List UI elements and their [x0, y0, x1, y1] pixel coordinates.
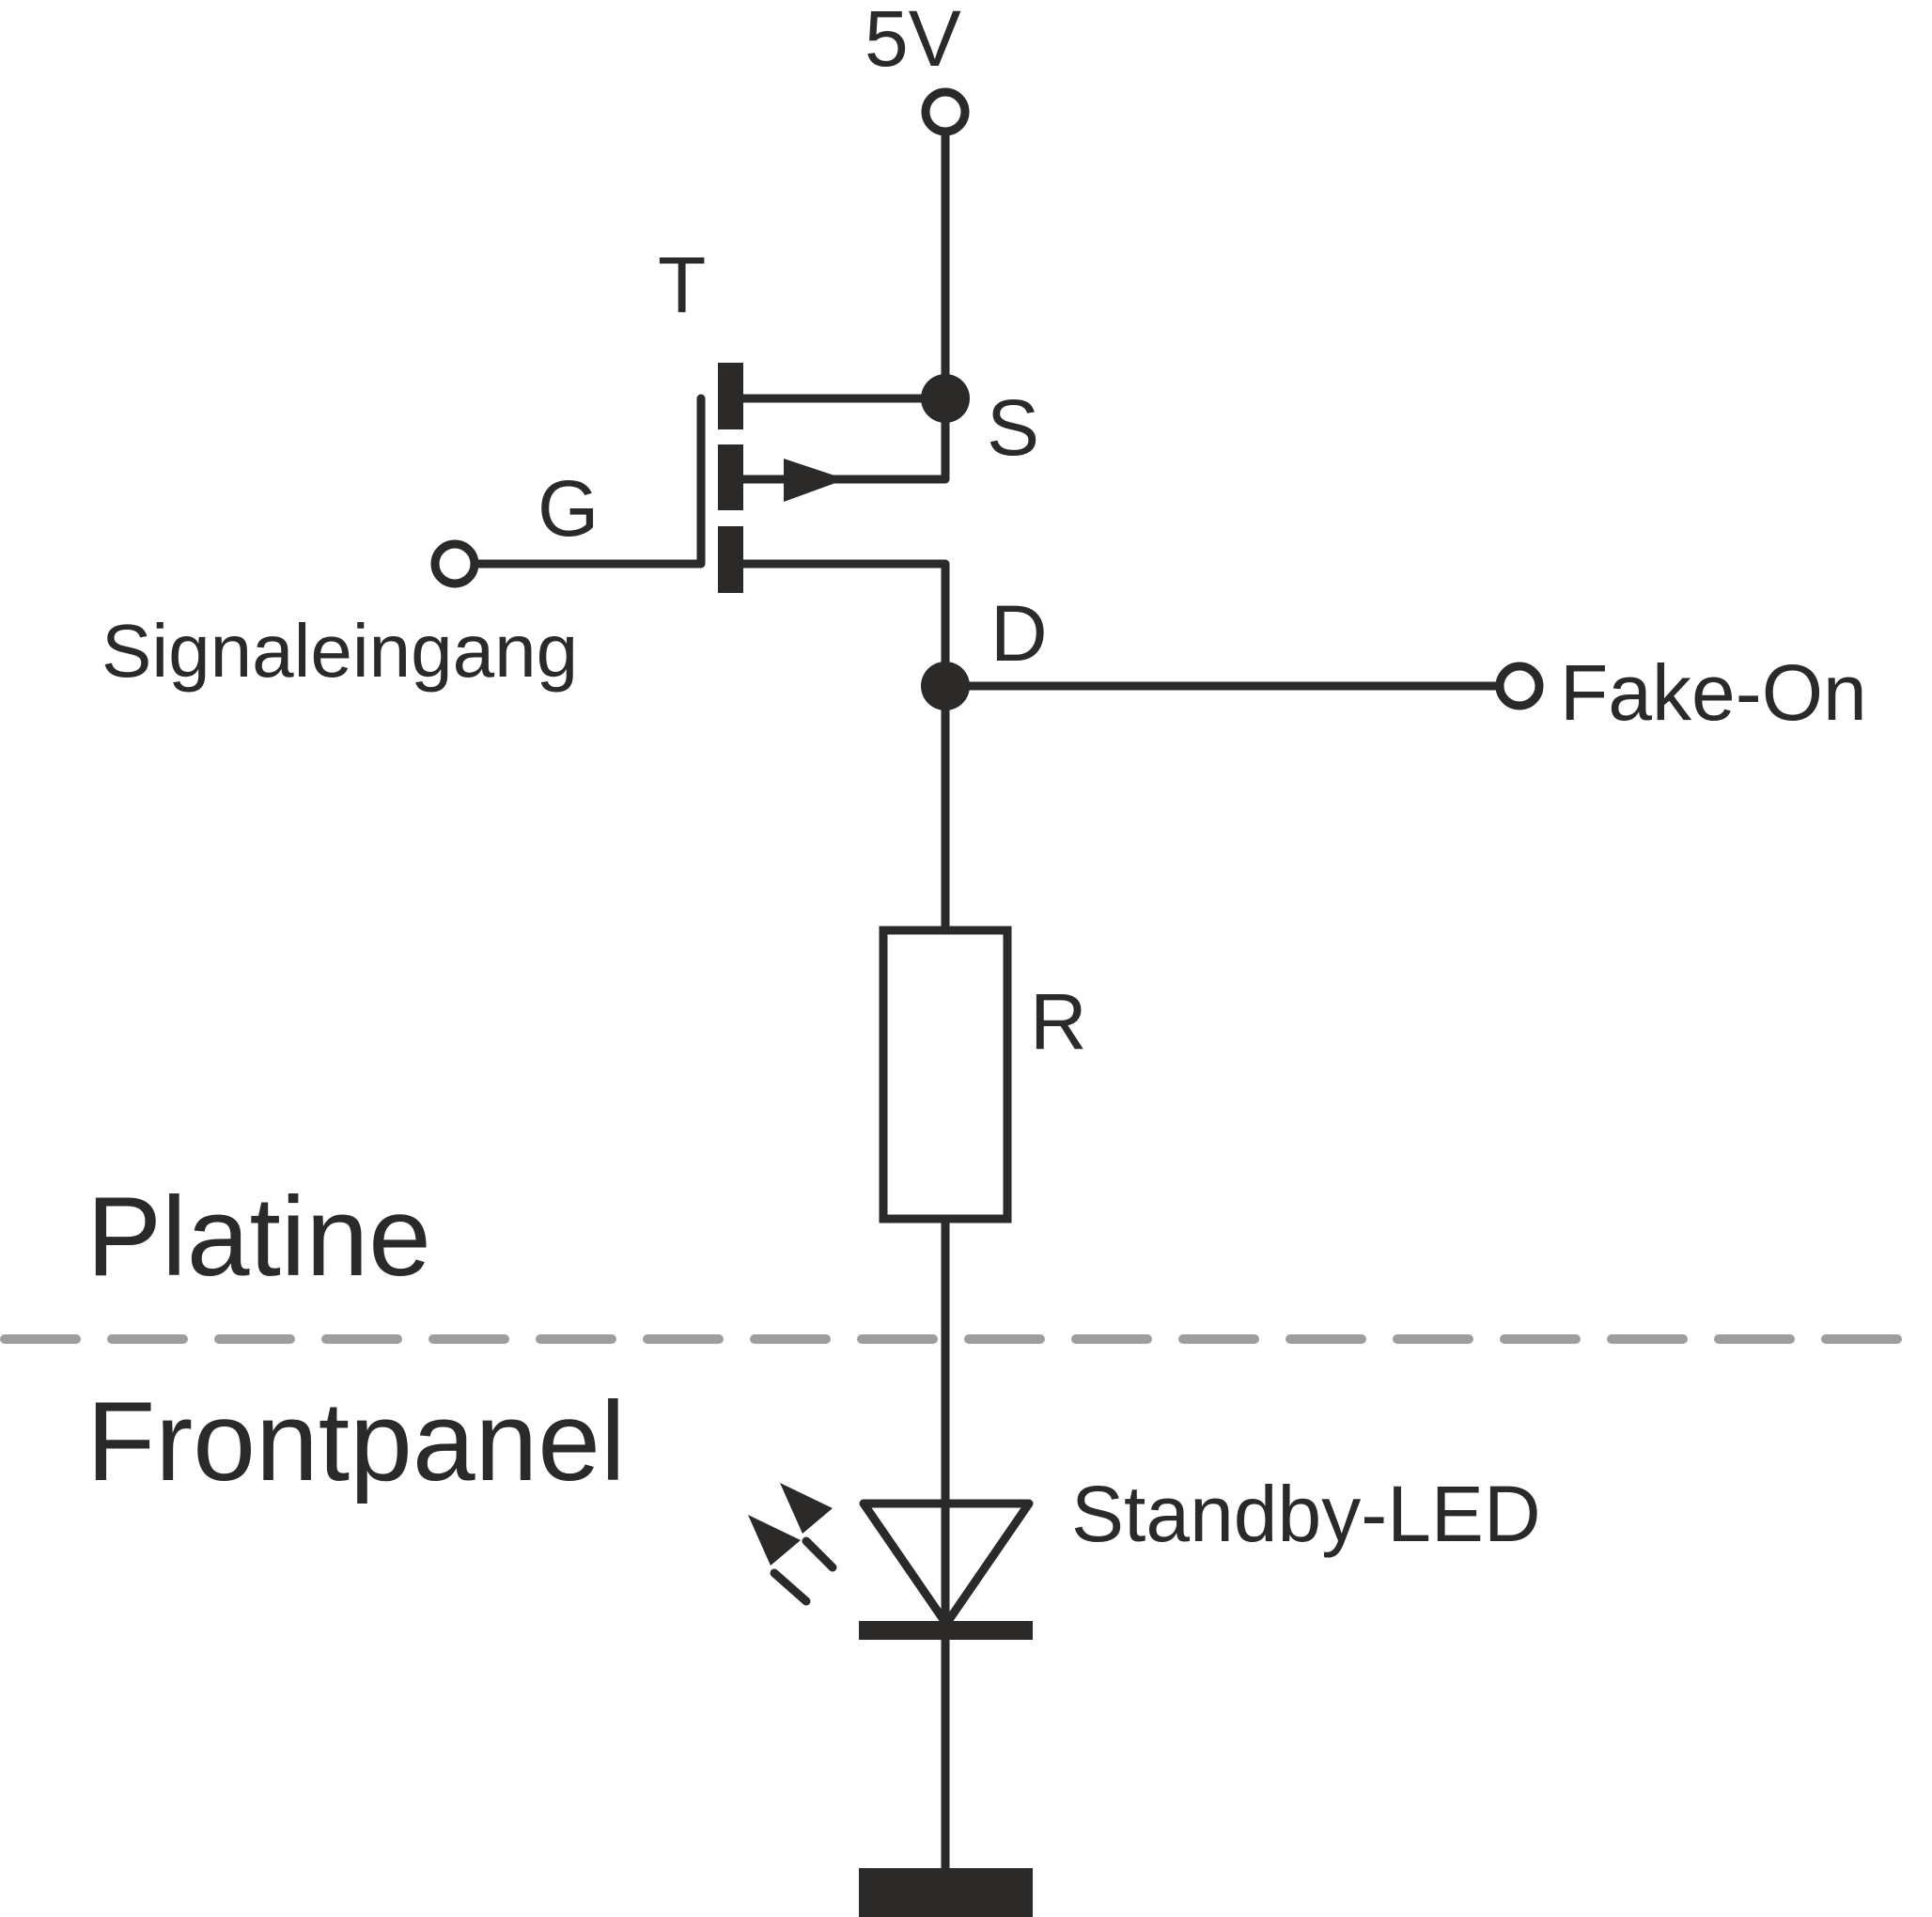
- panel-zone-label: Frontpanel: [86, 1379, 626, 1504]
- light-emission-icon: [748, 1483, 837, 1606]
- drain-wire: [739, 559, 950, 691]
- source-label: S: [987, 383, 1039, 472]
- led-label: Standby-LED: [1071, 1470, 1541, 1558]
- mosfet-channel-mid: [718, 444, 743, 510]
- supply-terminal: [921, 87, 970, 136]
- supply-label: 5V: [865, 0, 961, 83]
- board-zone-label: Platine: [86, 1174, 431, 1300]
- body-arrow-icon: [784, 459, 846, 502]
- led-cathode-bar: [859, 1621, 1033, 1640]
- ground-icon: [859, 1868, 1033, 1917]
- led-triangle: [859, 1499, 1034, 1629]
- body-wire: [739, 394, 950, 484]
- resistor-label: R: [1030, 977, 1087, 1066]
- transistor-label: T: [658, 241, 706, 329]
- signal-input-terminal: [430, 539, 479, 588]
- fake-on-label: Fake-On: [1560, 648, 1867, 737]
- fake-on-terminal: [1495, 662, 1544, 710]
- signal-input-label: Signaleingang: [101, 609, 578, 693]
- gate-label: G: [538, 464, 599, 553]
- drain-label: D: [990, 589, 1048, 678]
- mosfet-channel-bottom: [718, 526, 743, 593]
- gate-wire: [471, 394, 706, 569]
- resistor: [879, 926, 1012, 1223]
- mosfet-channel-top: [718, 363, 743, 429]
